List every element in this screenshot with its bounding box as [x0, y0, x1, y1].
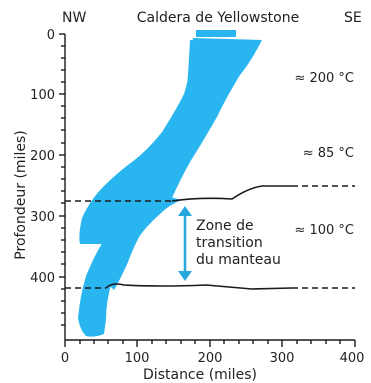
y-tick-label: 300 — [30, 210, 55, 225]
nw-label: NW — [62, 10, 86, 26]
transition-zone-arrow — [178, 206, 192, 281]
zone-label-line3: du manteau — [196, 252, 281, 268]
x-axis — [64, 339, 356, 347]
y-tick-label: 400 — [30, 271, 55, 286]
y-tick-label: 0 — [47, 28, 55, 43]
temp-label-100: ≈ 100 °C — [294, 223, 354, 238]
mantle-plume-base — [78, 196, 182, 337]
upper-boundary — [65, 185, 355, 202]
x-tick-label: 0 — [61, 351, 69, 366]
temp-label-200: ≈ 200 °C — [294, 71, 354, 86]
se-label: SE — [344, 10, 362, 26]
caldera-label: Caldera de Yellowstone — [137, 10, 299, 26]
zone-label-line2: transition — [196, 235, 263, 251]
caldera-marker — [196, 30, 236, 37]
x-tick-label: 300 — [270, 351, 295, 366]
y-axis-title: Profondeur (miles) — [13, 130, 29, 259]
y-axis — [59, 33, 66, 340]
x-tick-label: 100 — [125, 351, 150, 366]
y-tick-label: 100 — [30, 88, 55, 103]
y-tick-label: 200 — [30, 149, 55, 164]
temp-label-85: ≈ 85 °C — [303, 146, 354, 161]
x-tick-label: 200 — [198, 351, 223, 366]
x-tick-label: 400 — [340, 351, 365, 366]
zone-label-line1: Zone de — [196, 218, 254, 234]
lower-boundary — [65, 283, 355, 290]
x-axis-title: Distance (miles) — [143, 367, 257, 383]
